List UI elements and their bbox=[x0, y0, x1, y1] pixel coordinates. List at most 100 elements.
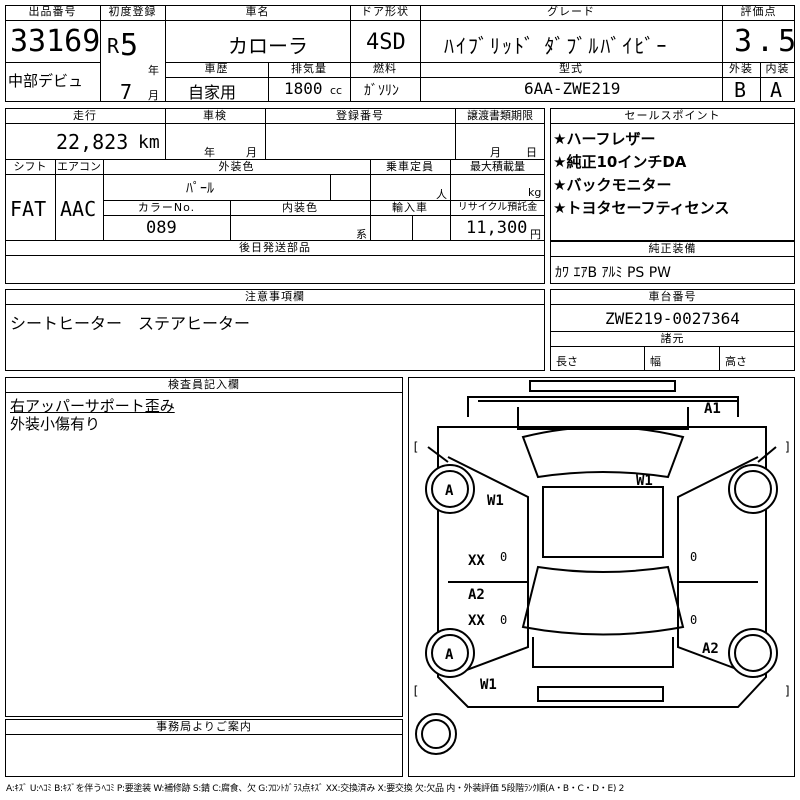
damage-mark-xx-door1: XX bbox=[468, 553, 485, 569]
inspector-notes-label: 検査員記入欄 bbox=[168, 378, 240, 391]
chassis-number-label: 車台番号 bbox=[648, 290, 697, 303]
sales-points-box bbox=[550, 108, 795, 241]
damage-mark-a2-door: A2 bbox=[468, 587, 485, 603]
first-registration-label: 初度登録 bbox=[108, 5, 157, 18]
fuel: ｶﾞｿﾘﾝ bbox=[364, 83, 399, 99]
damage-mark-w1-roof: W1 bbox=[636, 473, 653, 489]
lot-number-label: 出品番号 bbox=[28, 5, 77, 18]
sales-point-item: ★トヨタセーフティセンス bbox=[553, 199, 730, 217]
capacity-unit: 人 bbox=[436, 188, 447, 201]
shift-label: シフト bbox=[13, 160, 47, 173]
displacement: 1800 bbox=[284, 79, 323, 98]
aircon-label: エアコン bbox=[57, 160, 101, 173]
zero-mark: 0 bbox=[690, 550, 697, 564]
registration-year: 5 bbox=[120, 28, 139, 63]
notes: シートヒーター ステアヒーター bbox=[10, 314, 251, 333]
car-name: カローラ bbox=[228, 34, 308, 58]
mileage-unit: km bbox=[138, 132, 160, 153]
transfer-deadline-label: 譲渡書類期限 bbox=[467, 109, 533, 122]
inspector-note: 外装小傷有り bbox=[10, 415, 101, 433]
history-label: 車歴 bbox=[204, 62, 229, 75]
width-label: 幅 bbox=[650, 355, 661, 368]
notes-box bbox=[5, 289, 545, 371]
displacement-label: 排気量 bbox=[291, 62, 327, 75]
office-notice-label: 事務局よりご案内 bbox=[156, 720, 252, 733]
inspector-note: 右アッパーサポート歪み bbox=[10, 397, 175, 415]
zero-mark: 0 bbox=[500, 550, 507, 564]
exterior-color: ﾊﾟｰﾙ bbox=[186, 181, 214, 197]
capacity-label: 乗車定員 bbox=[386, 160, 434, 173]
sales-points-label: セールスポイント bbox=[624, 109, 721, 122]
damage-mark-xx-door2: XX bbox=[468, 613, 485, 629]
damage-mark-w1-left-rear: W1 bbox=[480, 677, 497, 693]
office-notice-box bbox=[5, 719, 403, 777]
bracket-right: ] bbox=[784, 684, 791, 698]
score: 3.5 bbox=[734, 24, 800, 59]
max-load-unit: kg bbox=[528, 186, 542, 199]
exterior-color-label: 外装色 bbox=[218, 160, 255, 173]
damage-diagram-box bbox=[408, 377, 795, 777]
bracket-right: ] bbox=[784, 440, 791, 454]
recycle-unit: 円 bbox=[530, 228, 541, 241]
aircon: AAC bbox=[60, 197, 97, 221]
fuel-label: 燃料 bbox=[373, 62, 397, 75]
interior-label: 内装 bbox=[765, 62, 790, 75]
chassis-number: ZWE219-0027364 bbox=[605, 309, 740, 328]
damage-mark-w1-left-front: W1 bbox=[487, 493, 504, 509]
registration-number-label: 登録番号 bbox=[336, 109, 384, 122]
height-label: 高さ bbox=[725, 355, 747, 368]
inspection-month-unit: 月 bbox=[246, 146, 257, 159]
score-label: 評価点 bbox=[740, 5, 777, 18]
interior-grade: A bbox=[770, 78, 783, 102]
chassis-box bbox=[550, 289, 795, 371]
era: R bbox=[107, 34, 120, 58]
lot-number: 33169 bbox=[10, 24, 101, 59]
later-parts-label: 後日発送部品 bbox=[239, 241, 311, 254]
max-load-label: 最大積載量 bbox=[470, 160, 525, 173]
recycle-deposit-label: リサイクル預託金 bbox=[457, 202, 538, 213]
month-unit: 月 bbox=[148, 89, 159, 102]
header-box bbox=[5, 5, 795, 102]
debut-region: 中部デビュ bbox=[8, 72, 84, 90]
bracket-left: [ bbox=[412, 684, 419, 698]
recycle-deposit: 11,300 bbox=[466, 218, 528, 238]
bracket-left: [ bbox=[412, 440, 419, 454]
damage-mark-a2-right: A2 bbox=[702, 641, 719, 657]
damage-mark-a-left-rear: A bbox=[445, 647, 454, 663]
inspection-label: 車検 bbox=[203, 109, 227, 122]
displacement-unit: cc bbox=[330, 84, 343, 97]
equipment-label: 純正装備 bbox=[648, 242, 697, 255]
notes-label: 注意事項欄 bbox=[245, 290, 305, 303]
damage-mark-a1: A1 bbox=[704, 401, 721, 417]
shift: FAT bbox=[10, 197, 47, 221]
model-label: 型式 bbox=[559, 62, 583, 75]
damage-mark-a-left-front: A bbox=[445, 483, 454, 499]
inspection-year-unit: 年 bbox=[204, 146, 215, 159]
exterior-label: 外装 bbox=[729, 62, 753, 75]
equipment: ｶﾜ ｴｱB ｱﾙﾐ PS PW bbox=[555, 265, 672, 281]
specs-label: 諸元 bbox=[660, 332, 685, 345]
mileage: 22,823 bbox=[56, 130, 129, 154]
car-damage-diagram: [ [ ] ] 0 0 0 0 A1 W1 A W1 XX A2 XX A W1… bbox=[412, 380, 791, 755]
car-name-label: 車名 bbox=[245, 5, 270, 18]
sales-point-item: ★ハーフレザー bbox=[553, 130, 656, 148]
length-label: 長さ bbox=[556, 355, 578, 368]
grade: ﾊｲﾌﾞﾘｯﾄﾞ ﾀﾞﾌﾞﾙﾊﾞｲﾋﾞｰ bbox=[444, 34, 669, 58]
legend: A:ｷｽﾞ U:ﾍｺﾐ B:ｷｽﾞを伴うﾍｺﾐ P:要塗装 W:補修跡 S:錆 … bbox=[6, 784, 625, 794]
vehicle-details-box bbox=[5, 108, 545, 284]
color-number: 089 bbox=[146, 218, 177, 238]
sales-point-item: ★純正10インチDA bbox=[553, 153, 687, 171]
import-label: 輸入車 bbox=[392, 201, 428, 214]
equipment-box bbox=[550, 241, 795, 284]
history: 自家用 bbox=[188, 83, 237, 102]
interior-color-label: 内装色 bbox=[282, 201, 318, 214]
color-number-label: カラーNo. bbox=[137, 201, 196, 214]
model: 6AA-ZWE219 bbox=[524, 79, 621, 98]
door-type: 4SD bbox=[366, 30, 406, 55]
year-unit: 年 bbox=[148, 64, 159, 77]
grade-label: グレード bbox=[547, 5, 595, 18]
registration-month: 7 bbox=[120, 80, 133, 104]
interior-color-unit: 系 bbox=[356, 228, 367, 241]
sales-point-item: ★バックモニター bbox=[553, 176, 672, 194]
mileage-label: 走行 bbox=[73, 109, 97, 122]
